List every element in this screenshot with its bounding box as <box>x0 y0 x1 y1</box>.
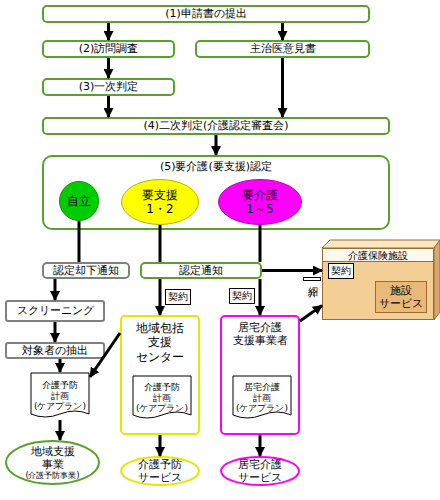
ellipse-shape <box>121 457 199 485</box>
flow-arrow <box>259 435 262 456</box>
node-text-group: 認定通知 <box>142 264 260 277</box>
node-label: 認定却下通知 <box>53 264 119 277</box>
notice-box: 認定却下通知 <box>42 262 130 279</box>
service-ellipse: 介護予防 サービス <box>120 456 200 486</box>
flow-arrow <box>159 435 162 456</box>
node-text-group: 主治医意見書 <box>197 42 368 56</box>
flow-arrow <box>107 58 110 78</box>
process-box: 主治医意見書 <box>195 40 370 58</box>
process-box: (2)訪問調査 <box>42 40 175 58</box>
certification-box: (5)要介護(要支援)認定自立 要支援 1・2 要介護 1～5 <box>42 155 390 230</box>
process-box: (3)一次判定 <box>42 78 175 96</box>
node-label: スクリーニング <box>17 304 94 317</box>
flow-arrow <box>107 23 110 40</box>
facility-side-face <box>434 240 440 320</box>
flow-arrow <box>215 135 218 155</box>
ellipse-shape <box>6 441 99 484</box>
node-text-group: 居宅介護 サービス <box>220 456 300 486</box>
facility-top-face <box>322 240 440 248</box>
node-text-group: 自立 <box>59 181 99 221</box>
node-label: 介護予防 サービス <box>130 458 190 484</box>
flow-arrow <box>159 279 162 315</box>
organization-box: 居宅介護 支援事業者居宅介護 計画 (ケアプラン) <box>220 315 300 435</box>
node-text-group: (4)二次判定(介護認定審査会) <box>44 119 388 133</box>
node-label: 主治医意見書 <box>250 42 316 55</box>
flow-arrow <box>59 420 62 440</box>
node-label: 要介護 1～5 <box>237 188 283 217</box>
node-label: (5)要介護(要支援)認定 <box>44 160 388 173</box>
node-text-group: 介護予防 計画 (ケアプラン) <box>132 375 192 421</box>
node-label: 要支援 1・2 <box>137 188 183 217</box>
flow-arrow <box>259 225 262 262</box>
process-box: (4)二次判定(介護認定審査会) <box>42 117 390 135</box>
document-shape <box>133 376 191 418</box>
node-label: (1)申請書の提出 <box>165 7 247 20</box>
node-text-group: 対象者の抽出 <box>7 344 103 357</box>
flow-arrow <box>54 279 57 300</box>
ellipse-shape <box>221 457 299 485</box>
facility-box: 介護保険施設施設 サービス <box>322 248 434 320</box>
node-text-group: 要支援 1・2 <box>121 179 199 225</box>
node-text-group: (3)一次判定 <box>44 80 173 94</box>
document-shape <box>233 376 291 418</box>
ellipse-shape <box>60 182 99 221</box>
callout-label: 契約 <box>328 263 354 279</box>
flow-arrow <box>54 322 57 342</box>
process-box: (1)申請書の提出 <box>42 5 370 23</box>
node-text-group: 認定却下通知 <box>44 264 128 277</box>
node-label: 地域包括 支援 センター <box>132 321 188 364</box>
node-label: (2)訪問調査 <box>79 42 139 55</box>
node-label: 介護予防 計画 (ケアプラン) <box>33 380 88 412</box>
flow-arrow <box>300 306 322 321</box>
callout-label: 契約 <box>229 288 255 304</box>
node-label: 地域支援 事業 <box>25 445 80 471</box>
ellipse-shape <box>219 180 302 225</box>
flow-arrow <box>281 58 284 117</box>
node-label: 自立 <box>67 194 91 208</box>
node-text-group: (2)訪問調査 <box>44 42 173 56</box>
node-label: 介護予防 計画 (ケアプラン) <box>135 382 190 414</box>
care-plan-document: 介護予防 計画 (ケアプラン) <box>30 372 90 420</box>
node-label: 居宅介護 計画 (ケアプラン) <box>235 382 290 414</box>
node-label: (介護予防事業) <box>25 471 79 481</box>
node-text-group: 要介護 1～5 <box>218 179 302 225</box>
status-ellipse: 要支援 1・2 <box>121 179 199 225</box>
flow-arrow <box>262 269 322 272</box>
flow-arrow <box>281 23 284 40</box>
node-label: (3)一次判定 <box>79 80 139 93</box>
node-label: (4)二次判定(介護認定審査会) <box>143 119 288 132</box>
notice-box: 認定通知 <box>140 262 262 279</box>
service-ellipse: 地域支援 事業(介護予防事業) <box>5 440 100 485</box>
node-label: 居宅介護 サービス <box>230 458 290 484</box>
flow-arrow <box>107 96 110 117</box>
flow-arrow <box>259 279 262 315</box>
node-text-group: 介護予防 サービス <box>120 456 200 486</box>
care-plan-document: 介護予防 計画 (ケアプラン) <box>132 375 192 421</box>
node-label: 介護保険施設 <box>323 249 433 262</box>
node-text-group: 地域支援 事業(介護予防事業) <box>5 440 100 485</box>
process-box: スクリーニング <box>5 300 105 322</box>
node-label: 施設 サービス <box>375 281 427 313</box>
document-shape <box>31 373 89 417</box>
care-plan-document: 居宅介護 計画 (ケアプラン) <box>232 375 292 421</box>
node-text-group: 居宅介護 計画 (ケアプラン) <box>232 375 292 421</box>
status-circle: 自立 <box>59 181 99 221</box>
organization-box: 地域包括 支援 センター介護予防 計画 (ケアプラン) <box>120 315 200 435</box>
node-label: 認定通知 <box>179 264 223 277</box>
node-label: 対象者の抽出 <box>22 344 88 357</box>
flow-arrow <box>59 359 62 372</box>
callout-label: 契約 <box>165 289 191 305</box>
node-text-group: 介護予防 計画 (ケアプラン) <box>30 372 90 420</box>
flow-arrow <box>159 225 162 262</box>
status-ellipse: 要介護 1～5 <box>218 179 302 225</box>
service-ellipse: 居宅介護 サービス <box>220 456 300 486</box>
callout-label: 紹介 <box>303 277 321 281</box>
ellipse-shape <box>122 180 199 225</box>
process-box: 対象者の抽出 <box>5 342 105 359</box>
node-text-group: (1)申請書の提出 <box>44 7 368 21</box>
node-label: 居宅介護 支援事業者 <box>228 321 292 347</box>
node-text-group: スクリーニング <box>7 302 103 320</box>
